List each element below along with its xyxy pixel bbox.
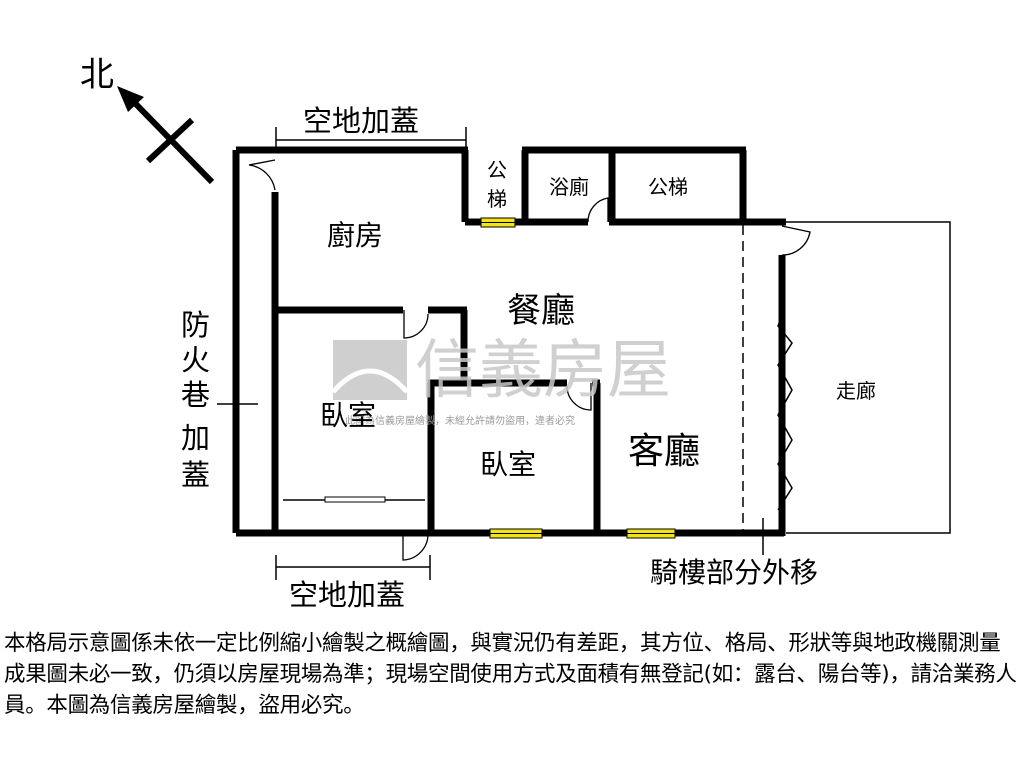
bedroom2-door — [566, 383, 592, 411]
stair-left-label-2: 梯 — [487, 187, 507, 211]
svg-text:防: 防 — [181, 308, 210, 342]
living-label: 客廳 — [628, 431, 700, 472]
bottom-door — [402, 533, 429, 561]
doors — [248, 159, 811, 561]
svg-text:巷: 巷 — [181, 378, 210, 412]
corridor-label: 走廊 — [836, 379, 876, 403]
svg-text:火: 火 — [181, 343, 210, 377]
corridor-door — [781, 225, 811, 256]
bottom-addition-dimension: 空地加蓋 — [275, 555, 431, 612]
windows — [480, 217, 676, 539]
kitchen-label: 廚房 — [327, 219, 383, 252]
north-arrow-head — [117, 86, 144, 112]
bedroom1-label: 臥室 — [320, 399, 376, 432]
watermark-brand: 信義房屋 — [415, 334, 671, 408]
disclaimer-text: 本格局示意圖係未依一定比例縮小繪製之概繪圖，與實況仍有差距，其方位、格局、形狀等… — [4, 631, 1017, 718]
north-label: 北 — [80, 55, 114, 95]
stair-right-label: 公梯 — [648, 175, 688, 199]
bedroom1-door — [403, 310, 429, 339]
corridor — [777, 221, 951, 534]
walls — [232, 146, 786, 537]
top-addition-label: 空地加蓋 — [303, 104, 419, 138]
bathroom-label: 浴廁 — [549, 175, 589, 199]
svg-text:加: 加 — [181, 421, 210, 455]
compass: 北 — [80, 55, 215, 185]
bedroom2-label: 臥室 — [480, 448, 536, 481]
kitchen-entry-door — [248, 159, 276, 191]
bottom-addition-label: 空地加蓋 — [289, 578, 405, 612]
closet-mark — [324, 496, 386, 503]
fire-lane-label: 防 火 巷 加 蓋 — [181, 308, 210, 492]
watermark-notice: 此圖為信義房屋繪製，未經允許請勿盜用，違者必究 — [345, 414, 575, 427]
stair-left-label-1: 公 — [487, 158, 507, 182]
dining-label: 餐廳 — [507, 291, 575, 331]
arcade-label: 騎樓部分外移 — [650, 556, 818, 589]
bathroom-door — [587, 197, 609, 223]
svg-text:蓋: 蓋 — [181, 458, 210, 492]
north-arrow-cross — [145, 117, 195, 164]
top-addition-dimension: 空地加蓋 — [275, 104, 467, 152]
floor-plan: 北 空地加蓋 — [80, 55, 951, 612]
watermark: 信義房屋 此圖為信義房屋繪製，未經允許請勿盜用，違者必究 — [331, 334, 671, 427]
